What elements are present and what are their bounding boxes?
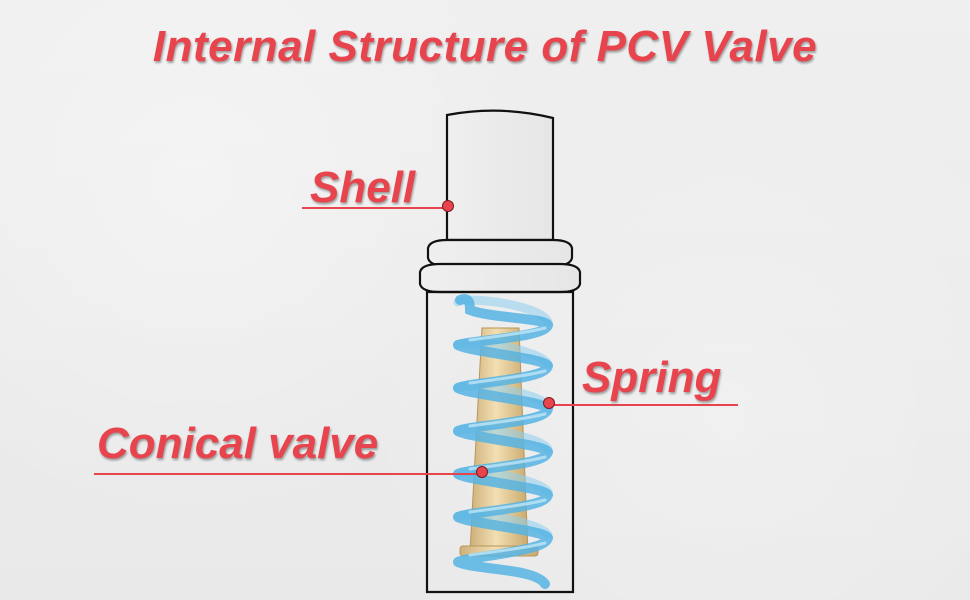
conical-valve-leader-dot bbox=[476, 466, 488, 478]
shell-collar-ring-2 bbox=[418, 262, 582, 294]
spring bbox=[453, 294, 554, 589]
diagram-title: Internal Structure of PCV Valve bbox=[152, 22, 818, 71]
conical-valve-label: Conical valve bbox=[97, 419, 379, 468]
shell-collar-ring-1 bbox=[426, 238, 574, 268]
spring-label: Spring bbox=[582, 353, 722, 402]
shell-cap bbox=[445, 109, 555, 242]
spring-leader-dot bbox=[543, 397, 555, 409]
shell-leader-dot bbox=[442, 200, 454, 212]
shell-label: Shell bbox=[310, 163, 416, 212]
shell-body bbox=[425, 290, 575, 594]
